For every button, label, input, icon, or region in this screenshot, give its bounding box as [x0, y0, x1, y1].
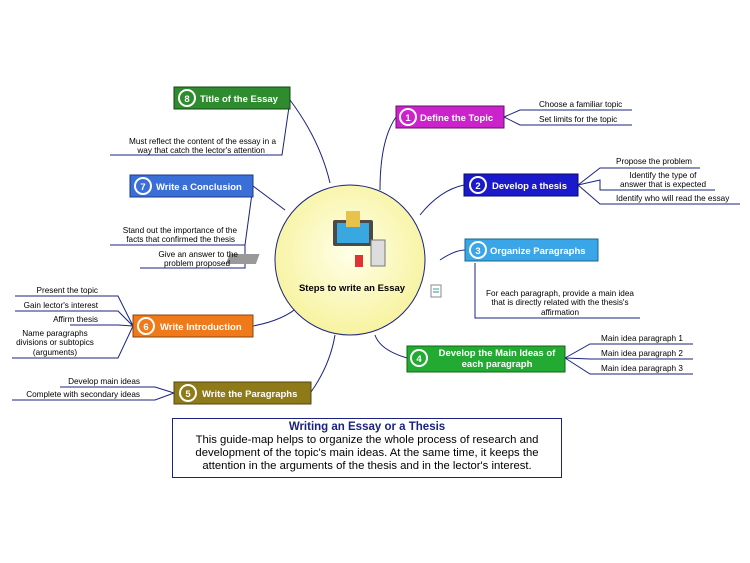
topic-label: Title of the Essay	[200, 94, 279, 105]
topic-number: 1	[405, 113, 411, 124]
subtopic-text: Stand out the importance of the	[123, 226, 238, 235]
subtopic-text: Set limits for the topic	[539, 115, 617, 124]
center-node[interactable]	[274, 184, 426, 336]
topic-label: Write a Conclusion	[156, 182, 242, 193]
subtopic-text: Main idea paragraph 2	[601, 349, 683, 358]
subtopic-text: Present the topic	[37, 286, 98, 295]
subtopic-text: that is directly related with the thesis…	[491, 298, 628, 307]
subtopic-text: Choose a familiar topic	[539, 100, 622, 109]
subtopic-text: way that catch the lector's attention	[136, 146, 265, 155]
note-icon	[430, 284, 442, 298]
subtopic-text: Must reflect the content of the essay in…	[129, 137, 276, 146]
subtopic-text: Give an answer to the	[158, 250, 238, 259]
subtopic-text: Identify who will read the essay	[616, 194, 730, 203]
subtopic-text: Develop main ideas	[68, 377, 140, 386]
topic-number: 7	[140, 182, 145, 193]
subtopic-text: Name paragraphs	[22, 329, 88, 338]
subtopic-text: Identify the type of	[630, 171, 698, 180]
topic-title-of-essay[interactable]: 8 Title of the Essay	[173, 86, 291, 110]
topic-label-line2: each paragraph	[462, 359, 533, 370]
subtopic-text: Main idea paragraph 3	[601, 364, 683, 373]
subtopic-text: Main idea paragraph 1	[601, 334, 683, 343]
subtopics-mainideas: Main idea paragraph 1 Main idea paragrap…	[601, 334, 683, 373]
subtopics-define: Choose a familiar topic Set limits for t…	[539, 100, 622, 124]
topic-write-introduction[interactable]: 6 Write Introduction	[132, 314, 254, 338]
topic-develop-main-ideas[interactable]: 4 Develop the Main Ideas of each paragra…	[406, 345, 566, 373]
subtopic-text: (arguments)	[33, 348, 77, 357]
subtopic-text: Gain lector's interest	[24, 301, 99, 310]
topic-label: Organize Paragraphs	[490, 246, 586, 257]
center-label: Steps to write an Essay	[299, 283, 406, 294]
topic-number: 6	[143, 322, 148, 333]
note-body: This guide-map helps to organize the who…	[195, 434, 539, 472]
subtopic-text: answer that is expected	[620, 180, 706, 189]
subtopics-title: Must reflect the content of the essay in…	[129, 137, 276, 155]
note-title: Writing an Essay or a Thesis	[288, 421, 446, 433]
subtopic-text: problem proposed	[164, 259, 230, 268]
topic-define-topic[interactable]: 1 Define the Topic	[395, 105, 505, 129]
subtopics-intro: Present the topic Gain lector's interest…	[16, 286, 99, 357]
topic-number: 4	[416, 354, 422, 365]
subtopic-text: For each paragraph, provide a main idea	[486, 289, 634, 298]
subtopics-organize: For each paragraph, provide a main idea …	[486, 289, 634, 317]
topic-organize-paragraphs[interactable]: 3 Organize Paragraphs	[464, 238, 599, 262]
topic-label: Write Introduction	[160, 322, 242, 333]
subtopics-paragraphs: Develop main ideas Complete with seconda…	[26, 377, 140, 399]
subtopic-text: facts that confirmed the thesis	[126, 235, 235, 244]
description-note: Writing an Essay or a Thesis This guide-…	[172, 418, 562, 478]
topic-number: 5	[185, 389, 191, 400]
subtopic-text: Propose the problem	[616, 157, 692, 166]
subtopic-text: affirmation	[541, 308, 580, 317]
topic-label: Develop a thesis	[492, 181, 567, 192]
subtopics-thesis: Propose the problem Identify the type of…	[616, 157, 730, 203]
topic-label: Write the Paragraphs	[202, 389, 297, 400]
topic-develop-thesis[interactable]: 2 Develop a thesis	[463, 173, 579, 197]
subtopic-text: Affirm thesis	[53, 315, 98, 324]
topic-number: 3	[475, 246, 480, 257]
computer-icon	[225, 211, 386, 267]
subtopic-text: divisions or subtopics	[16, 338, 94, 347]
subtopic-text: Complete with secondary ideas	[26, 390, 140, 399]
topic-label: Develop the Main Ideas of	[439, 348, 556, 359]
topic-write-paragraphs[interactable]: 5 Write the Paragraphs	[173, 381, 312, 405]
topic-write-conclusion[interactable]: 7 Write a Conclusion	[129, 174, 254, 198]
topic-number: 8	[184, 94, 189, 105]
topic-number: 2	[475, 181, 480, 192]
topic-label: Define the Topic	[420, 113, 493, 124]
subtopics-conclusion: Stand out the importance of the facts th…	[123, 226, 239, 268]
